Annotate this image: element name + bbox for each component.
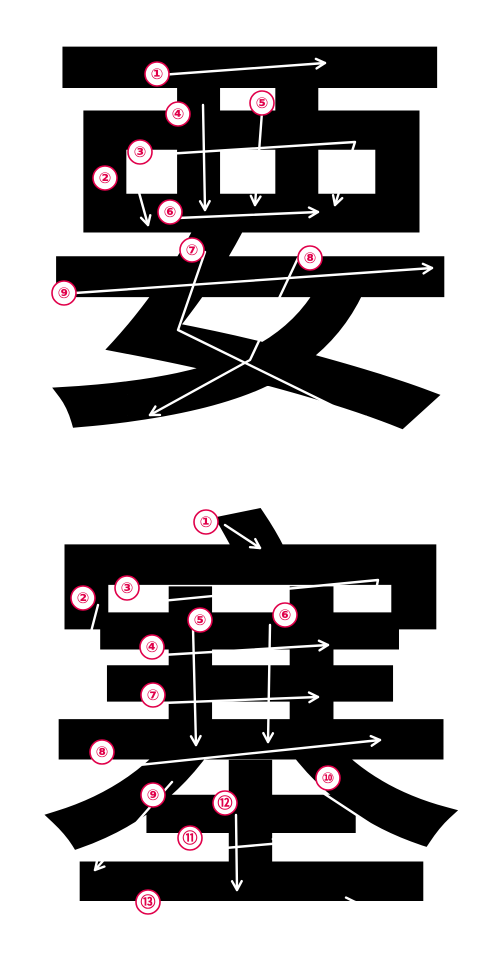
stroke-arrow-9 [93, 859, 106, 872]
stroke-number-6: ⑥ [279, 606, 292, 624]
stroke-number-11: ⑪ [182, 829, 197, 847]
stroke-path-5 [191, 626, 198, 747]
stroke-number-9: ⑨ [147, 786, 160, 804]
stroke-arrow-4 [198, 199, 211, 212]
stroke-arrow-6 [307, 206, 320, 219]
stroke-number-badge [187, 607, 213, 633]
stroke-number-badge [212, 790, 238, 816]
stroke-guides-overlay: ① ② ③ ④ ⑤ ⑥ ⑦ ⑧ ⑨ [51, 57, 434, 427]
stroke-number-6: ⑥ [164, 203, 177, 221]
stroke-path-2 [128, 158, 150, 227]
stroke-arrow-12 [230, 879, 243, 892]
stroke-number-9: ⑨ [58, 284, 71, 302]
stroke-number-badge [315, 765, 341, 791]
stroke-path-13 [126, 900, 357, 914]
stroke-arrow-1 [248, 537, 262, 550]
stroke-arrow-2 [81, 644, 94, 657]
stroke-path-7 [160, 695, 320, 705]
stroke-path-4 [160, 643, 330, 657]
stroke-number-1: ① [200, 513, 213, 531]
stroke-number-3: ③ [134, 143, 147, 161]
stroke-path-12 [234, 813, 239, 892]
stroke-number-3: ③ [121, 579, 134, 597]
stroke-path-8 [108, 738, 382, 770]
stroke-guides-overlay: ① ② ③ ④ ⑤ ⑥ ⑦ ⑧ ⑨ ⑩ ⑪ ⑫ ⑬ [70, 509, 424, 915]
stroke-number-7: ⑦ [186, 241, 199, 259]
character-glyph: 塞 [40, 477, 460, 971]
stroke-path-11 [178, 841, 284, 854]
stroke-number-badge [177, 825, 203, 851]
stroke-path-8 [148, 256, 300, 417]
stroke-path-9 [73, 266, 434, 295]
stroke-number-7: ⑦ [147, 686, 160, 704]
stroke-number-badge [92, 165, 118, 191]
stroke-number-13: ⑬ [140, 893, 155, 911]
stroke-number-1: ① [151, 65, 164, 83]
stroke-number-5: ⑤ [256, 94, 269, 112]
stroke-path-4 [201, 103, 207, 212]
stroke-arrow-13 [344, 896, 357, 909]
stroke-number-badge [114, 575, 140, 601]
stroke-number-8: ⑧ [96, 743, 109, 761]
stroke-number-5: ⑤ [194, 611, 207, 629]
stroke-arrow-4 [317, 639, 330, 652]
stroke-number-badge [297, 245, 323, 271]
stroke-arrow-7 [307, 691, 320, 704]
stroke-path-10 [283, 766, 424, 860]
stroke-path-1 [223, 523, 262, 550]
stroke-path-1 [158, 61, 327, 77]
stroke-number-badge [135, 889, 161, 915]
stroke-path-7 [176, 250, 374, 427]
stroke-number-badge [249, 90, 275, 116]
stroke-number-badge [70, 585, 96, 611]
stroke-number-badge [89, 739, 115, 765]
stroke-path-6 [176, 210, 320, 220]
stroke-path-3 [118, 578, 380, 612]
stroke-number-badge [140, 682, 166, 708]
stroke-number-4: ④ [146, 638, 159, 656]
stroke-arrow-7 [360, 415, 374, 427]
stroke-path-5 [253, 110, 264, 207]
stroke-arrow-9 [421, 262, 434, 275]
stroke-number-badge [140, 782, 166, 808]
stroke-number-badge [165, 101, 191, 127]
stroke-number-8: ⑧ [304, 249, 317, 267]
stroke-arrow-6 [262, 731, 275, 744]
stroke-number-4: ④ [172, 105, 185, 123]
stroke-number-badge [144, 61, 170, 87]
stroke-number-badge [51, 280, 77, 306]
stroke-arrow-3 [331, 193, 344, 207]
stroke-arrow-10 [410, 847, 424, 860]
stroke-number-badge [157, 199, 183, 225]
stroke-arrow-8 [369, 734, 382, 747]
stroke-number-badge [179, 237, 205, 263]
stroke-arrow-1 [314, 57, 327, 70]
stroke-arrow-2 [139, 214, 152, 227]
stroke-number-badge [272, 602, 298, 628]
stroke-arrow-5 [249, 194, 262, 207]
stroke-number-12: ⑫ [217, 794, 232, 812]
stroke-arrow-8 [148, 405, 162, 417]
stroke-path-2 [83, 603, 100, 657]
stroke-arrow-11 [271, 837, 284, 850]
stroke-number-2: ② [77, 589, 90, 607]
stroke-number-badge [193, 509, 219, 535]
stroke-path-6 [266, 623, 272, 744]
stroke-number-10: ⑩ [322, 769, 335, 787]
stroke-number-badge [139, 634, 165, 660]
stroke-arrow-5 [189, 734, 202, 747]
stroke-number-2: ② [99, 169, 112, 187]
stroke-number-badge [127, 139, 153, 165]
stroke-path-3 [148, 140, 357, 207]
stroke-arrow-3 [367, 599, 380, 612]
